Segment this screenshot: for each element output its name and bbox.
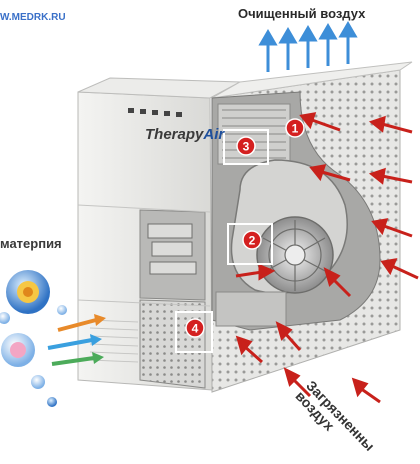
highlight-box-2 — [227, 223, 273, 265]
ionizer-unit — [147, 223, 197, 275]
particle-balls — [0, 270, 67, 407]
air-purifier-illustration: 1 2 3 4 W.MEDRK.RU Очищенный воздух мате… — [0, 6, 419, 454]
front-louvers — [89, 319, 139, 363]
brand-name-air: Air — [203, 126, 225, 143]
control-panel — [128, 108, 182, 117]
svg-text:4: 4 — [192, 322, 199, 336]
marker-1: 1 — [285, 118, 305, 138]
highlight-box-4 — [175, 311, 213, 353]
dirty-air-arrows — [235, 112, 419, 404]
filter-upper — [217, 103, 291, 165]
svg-text:3: 3 — [243, 140, 250, 154]
marker-3: 3 — [236, 136, 256, 156]
svg-text:2: 2 — [249, 234, 256, 248]
clean-air-label: Очищенный воздух — [238, 6, 366, 21]
watermark: W.MEDRK.RU — [0, 12, 66, 23]
seam — [77, 204, 211, 213]
clean-air-arrows — [258, 21, 358, 72]
marker-2: 2 — [242, 230, 262, 250]
brand-logo: TherapyAir — [145, 126, 224, 143]
marker-4: 4 — [185, 318, 205, 338]
side-vent-grille — [139, 299, 206, 389]
seam — [77, 299, 211, 307]
fan-blades — [262, 220, 328, 291]
cutaway-diagram: 1 2 3 4 — [0, 21, 419, 407]
filter-lower — [215, 291, 287, 327]
particle-arrows — [47, 314, 106, 366]
particles-label: матерпия — [0, 236, 62, 251]
highlight-box-3 — [223, 129, 269, 165]
brand-name: Therapy — [145, 126, 204, 143]
svg-text:1: 1 — [292, 122, 299, 136]
